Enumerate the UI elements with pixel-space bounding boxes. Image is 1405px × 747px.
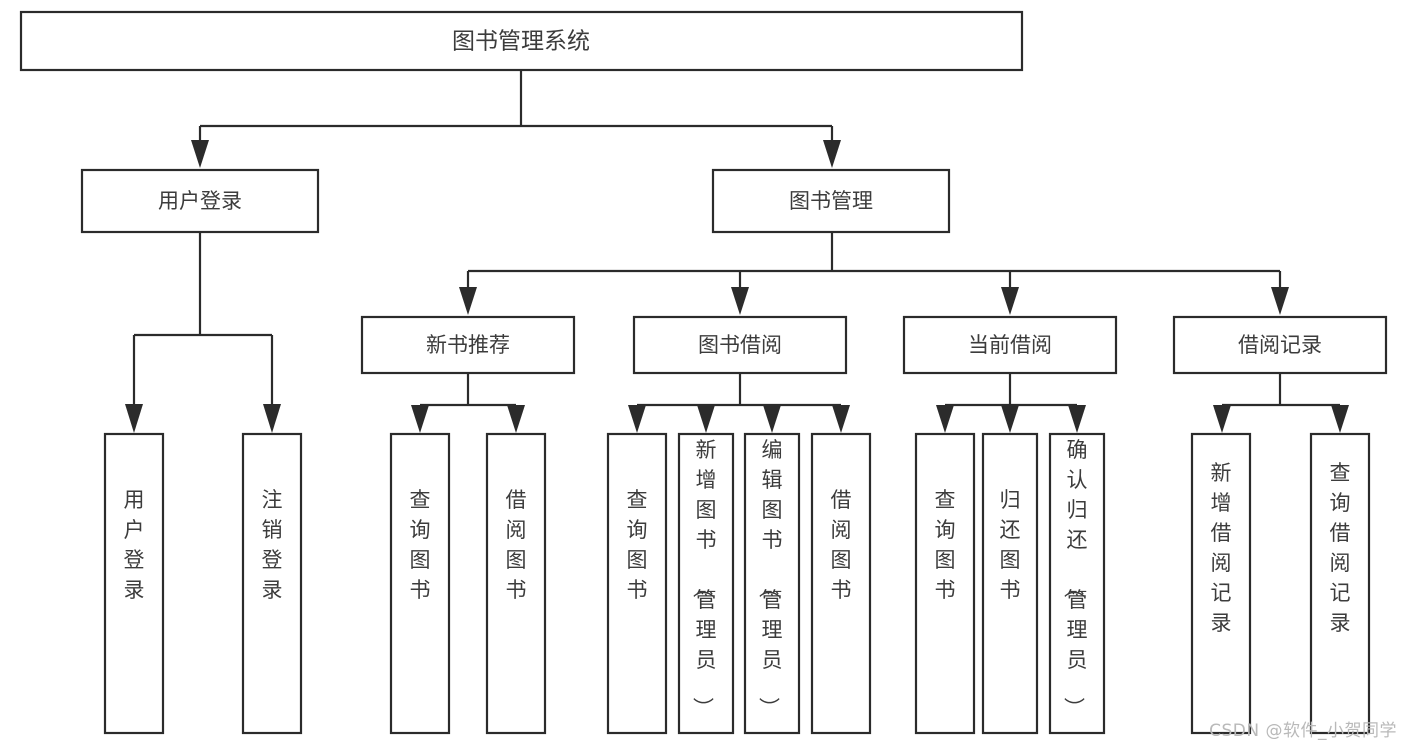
arrow-to-leaf-query-record <box>1331 405 1349 433</box>
node-new-book-rec-label: 新书推荐 <box>426 333 510 357</box>
node-leaf-confirm-return-label: 确认归还（管理员） <box>1062 438 1088 718</box>
node-leaf-query-book-1[interactable]: 查询图书 <box>389 432 451 735</box>
node-leaf-add-book-box[interactable] <box>677 432 735 735</box>
node-root-label: 图书管理系统 <box>452 29 590 55</box>
node-leaf-query-book-2-label: 查询图书 <box>627 488 648 602</box>
node-leaf-borrow-book-2[interactable]: 借阅图书 <box>810 432 872 735</box>
node-leaf-logout-box[interactable] <box>241 432 303 735</box>
arrow-to-user-login <box>191 140 209 168</box>
node-leaf-query-book-3-box[interactable] <box>914 432 976 735</box>
node-leaf-query-book-2-box[interactable] <box>606 432 668 735</box>
arrow-to-leaf-borrow-book-1 <box>507 405 525 433</box>
node-leaf-add-record-box[interactable] <box>1190 432 1252 735</box>
node-leaf-query-record[interactable]: 查询借阅记录 <box>1309 432 1371 735</box>
arrow-to-book-borrow <box>731 287 749 315</box>
edges-root-to-level1 <box>191 70 841 168</box>
node-leaf-borrow-book-1-box[interactable] <box>485 432 547 735</box>
node-leaf-add-record-label: 新增借阅记录 <box>1211 461 1232 635</box>
arrow-to-leaf-return-book <box>1001 405 1019 433</box>
edges-book-manage-to-level2 <box>459 232 1289 315</box>
node-book-borrow[interactable]: 图书借阅 <box>632 315 848 375</box>
node-leaf-edit-book-box[interactable] <box>743 432 801 735</box>
node-root-box[interactable] <box>19 10 1024 72</box>
node-leaf-query-book-2[interactable]: 查询图书 <box>606 432 668 735</box>
edges-current-borrow-to-leaves <box>936 373 1086 433</box>
node-leaf-confirm-return[interactable]: 确认归还（管理员） <box>1048 432 1106 735</box>
node-leaf-borrow-book-1-label: 借阅图书 <box>506 488 527 602</box>
node-leaf-logout-label: 注销登录 <box>262 488 283 602</box>
arrow-to-leaf-query-book-3 <box>936 405 954 433</box>
node-leaf-add-book-label: 新增图书（管理员） <box>691 438 717 718</box>
node-current-borrow-label: 当前借阅 <box>968 333 1052 357</box>
arrow-to-leaf-logout <box>263 404 281 433</box>
arrow-to-borrow-record <box>1271 287 1289 315</box>
node-borrow-record[interactable]: 借阅记录 <box>1172 315 1388 375</box>
node-leaf-borrow-book-2-label: 借阅图书 <box>831 488 852 602</box>
edges-borrow-record-to-leaves <box>1213 373 1349 433</box>
edges-user-login-to-leaves <box>125 232 281 433</box>
arrow-to-new-book-rec <box>459 287 477 315</box>
node-leaf-add-record[interactable]: 新增借阅记录 <box>1190 432 1252 735</box>
node-new-book-rec[interactable]: 新书推荐 <box>360 315 576 375</box>
node-current-borrow-box[interactable] <box>902 315 1118 375</box>
node-leaf-return-book-box[interactable] <box>981 432 1039 735</box>
node-user-login-box[interactable] <box>80 168 320 234</box>
node-book-manage[interactable]: 图书管理 <box>711 168 951 234</box>
node-root[interactable]: 图书管理系统 <box>19 10 1024 72</box>
node-leaf-borrow-book-2-box[interactable] <box>810 432 872 735</box>
node-book-borrow-box[interactable] <box>632 315 848 375</box>
node-leaf-edit-book[interactable]: 编辑图书（管理员） <box>743 432 801 735</box>
edges-book-borrow-to-leaves <box>628 373 850 433</box>
node-leaf-confirm-return-box[interactable] <box>1048 432 1106 735</box>
arrow-to-book-manage <box>823 140 841 168</box>
node-leaf-query-book-1-box[interactable] <box>389 432 451 735</box>
node-leaf-user-login-label: 用户登录 <box>124 488 145 602</box>
node-book-borrow-label: 图书借阅 <box>698 333 782 357</box>
node-current-borrow[interactable]: 当前借阅 <box>902 315 1118 375</box>
node-borrow-record-box[interactable] <box>1172 315 1388 375</box>
node-user-login-label: 用户登录 <box>158 189 242 213</box>
node-new-book-rec-box[interactable] <box>360 315 576 375</box>
arrow-to-leaf-borrow-book-2 <box>832 405 850 433</box>
node-leaf-query-book-3[interactable]: 查询图书 <box>914 432 976 735</box>
node-leaf-query-book-3-label: 查询图书 <box>935 488 956 602</box>
edges-new-book-rec-to-leaves <box>411 373 525 433</box>
node-book-manage-label: 图书管理 <box>789 189 873 213</box>
node-leaf-query-record-box[interactable] <box>1309 432 1371 735</box>
arrow-to-leaf-add-book <box>697 405 715 433</box>
node-user-login[interactable]: 用户登录 <box>80 168 320 234</box>
node-book-manage-box[interactable] <box>711 168 951 234</box>
node-leaf-edit-book-label: 编辑图书（管理员） <box>757 438 783 718</box>
arrow-to-current-borrow <box>1001 287 1019 315</box>
node-leaf-user-login-box[interactable] <box>103 432 165 735</box>
node-leaf-add-book[interactable]: 新增图书（管理员） <box>677 432 735 735</box>
arrow-to-leaf-query-book-2 <box>628 405 646 433</box>
node-leaf-query-book-1-label: 查询图书 <box>410 488 431 602</box>
node-leaf-logout[interactable]: 注销登录 <box>241 432 303 735</box>
node-borrow-record-label: 借阅记录 <box>1238 333 1322 357</box>
arrow-to-leaf-confirm-return <box>1068 405 1086 433</box>
node-leaf-return-book[interactable]: 归还图书 <box>981 432 1039 735</box>
node-leaf-user-login[interactable]: 用户登录 <box>103 432 165 735</box>
arrow-to-leaf-edit-book <box>763 405 781 433</box>
arrow-to-leaf-user-login <box>125 404 143 433</box>
node-leaf-query-record-label: 查询借阅记录 <box>1330 461 1351 635</box>
arrow-to-leaf-query-book-1 <box>411 405 429 433</box>
arrow-to-leaf-add-record <box>1213 405 1231 433</box>
node-leaf-borrow-book-1[interactable]: 借阅图书 <box>485 432 547 735</box>
node-leaf-return-book-label: 归还图书 <box>1000 488 1021 602</box>
